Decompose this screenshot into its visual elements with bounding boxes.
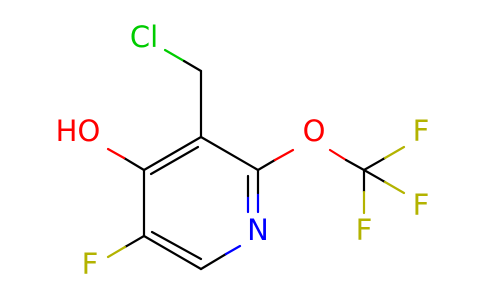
bond-c5-f-black xyxy=(123,234,146,249)
bond-c2-c3 xyxy=(199,135,260,172)
atom-labels: Cl HO O F F F F N xyxy=(56,20,430,281)
bond-c2-o-black xyxy=(256,158,277,172)
ether-oxygen-label: O xyxy=(303,114,326,148)
bonds xyxy=(106,48,406,271)
bond-cl-ch2-green xyxy=(163,48,186,63)
bond-o-cf3-black xyxy=(344,158,366,172)
bond-c4-oh-red xyxy=(106,147,126,160)
bond-cf3-f-top-black xyxy=(362,156,387,172)
bond-c3-c4 xyxy=(142,135,203,172)
chlorine-label: Cl xyxy=(130,20,158,54)
bond-cf3-f-right-yellow xyxy=(383,180,406,195)
bond-c3-c4-inner xyxy=(149,145,200,176)
bond-cf3-f-top-yellow xyxy=(383,145,406,160)
bond-c5-f-yellow xyxy=(106,245,127,259)
bond-c6-n1-black xyxy=(199,252,228,271)
bond-cf3-f-right-black xyxy=(362,168,387,184)
ring-fluorine-label: F xyxy=(82,247,99,281)
bond-c4-oh-black xyxy=(122,156,146,172)
nitrogen-label: N xyxy=(247,213,269,247)
fluorine-right-label: F xyxy=(413,188,430,222)
bond-o-cf3-red xyxy=(328,148,348,162)
fluorine-top-label: F xyxy=(413,114,430,148)
hydroxyl-label: HO xyxy=(56,114,101,148)
bond-c2-o-red xyxy=(273,148,295,162)
bond-c5-c6-inner xyxy=(150,230,203,261)
fluorine-bottom-label: F xyxy=(356,213,373,247)
bond-cl-ch2-black xyxy=(182,59,203,73)
bond-c6-n1-blue xyxy=(224,244,242,256)
bond-c5-c6 xyxy=(142,234,203,271)
